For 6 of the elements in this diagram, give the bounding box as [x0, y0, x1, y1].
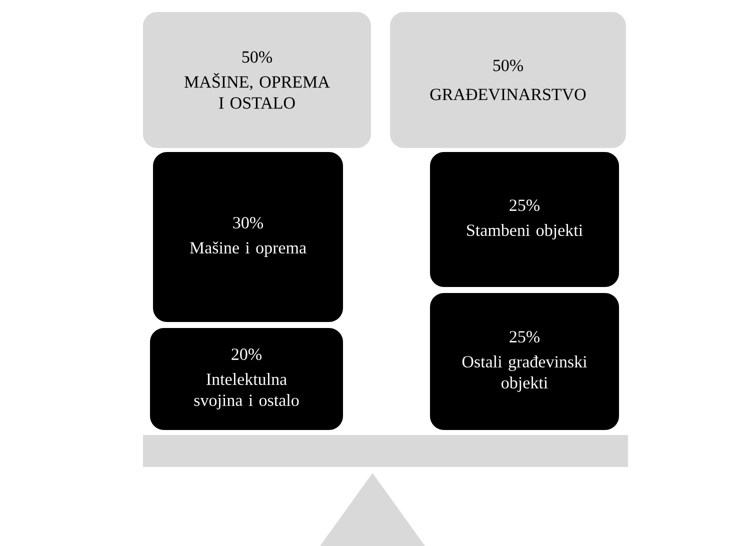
- share-box: 20% Intelektulna svojina i ostalo: [150, 328, 343, 430]
- share-box: 25% Ostali građevinski objekti: [430, 293, 619, 430]
- category-box: 50% GRAĐEVINARSTVO: [390, 12, 626, 148]
- share-box: 25% Stambeni objekti: [430, 152, 619, 287]
- category-box: 50% MAŠINE, OPREMA I OSTALO: [143, 12, 371, 148]
- share-box: 30% Mašine i oprema: [153, 152, 343, 322]
